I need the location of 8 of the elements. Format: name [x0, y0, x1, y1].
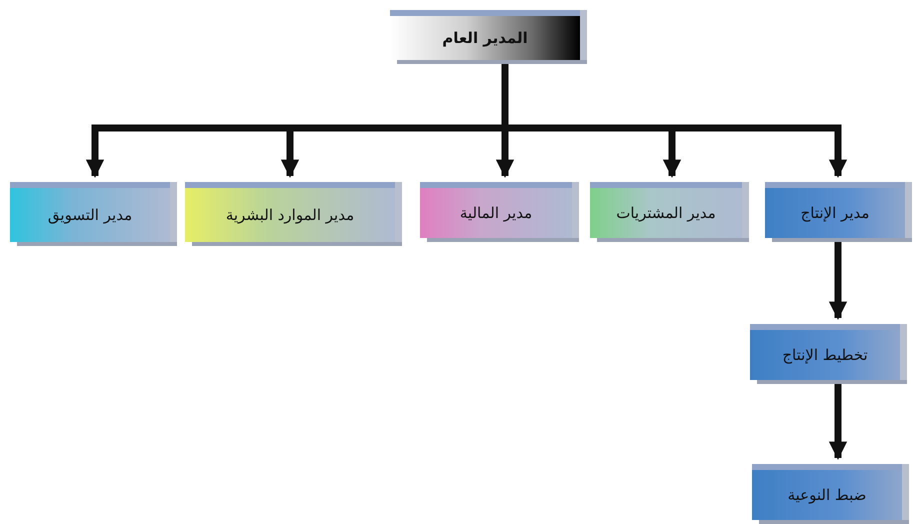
box-label: تخطيط الإنتاج	[781, 346, 869, 364]
box-label: ضبط النوعية	[786, 486, 868, 504]
box-label: مدير الإنتاج	[800, 204, 870, 222]
box-label: المدير العام	[441, 29, 529, 47]
box-label: مدير المشتريات	[615, 204, 717, 222]
box-label: مدير الموارد البشرية	[224, 206, 356, 224]
box-label: مدير التسويق	[46, 206, 134, 224]
box-label: مدير المالية	[458, 204, 534, 222]
